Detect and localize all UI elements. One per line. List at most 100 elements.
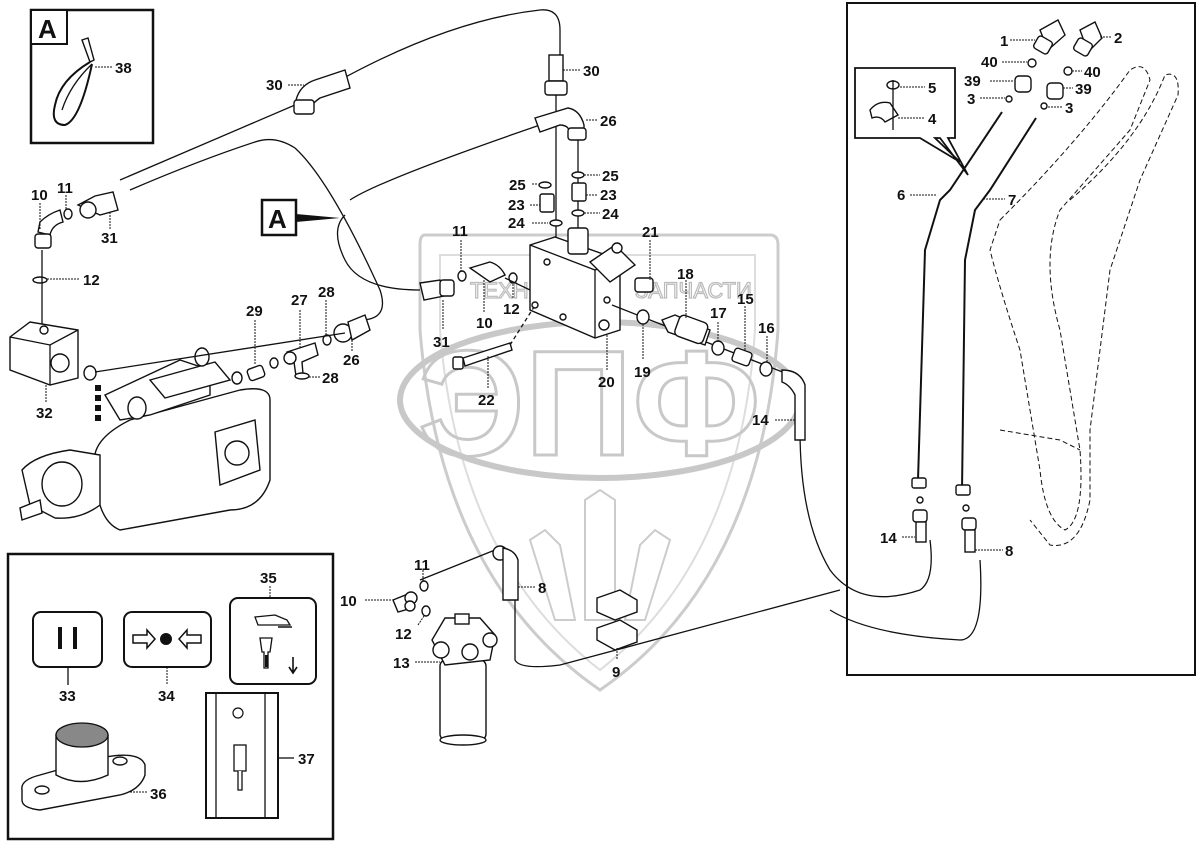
callout-11c: 11 — [414, 557, 430, 574]
callout-18: 18 — [677, 266, 694, 283]
callout-24a: 24 — [508, 215, 525, 232]
callout-5: 5 — [928, 80, 936, 97]
hose-fitting-30-right — [544, 54, 568, 96]
tee-27 — [283, 342, 319, 377]
callout-28b: 28 — [322, 370, 339, 387]
callout-6: 6 — [897, 187, 905, 204]
seal-3 — [1040, 102, 1048, 110]
bolt-22 — [452, 342, 513, 370]
o-ring-17 — [711, 340, 725, 356]
callout-11a: 11 — [57, 180, 73, 197]
callout-25b: 25 — [602, 168, 619, 185]
callout-24b: 24 — [602, 206, 619, 223]
pause-symbol-decal — [32, 611, 103, 668]
hose-end-31-left — [76, 191, 119, 219]
hose-elbow-8-filter — [492, 545, 519, 601]
callout-29: 29 — [246, 303, 263, 320]
callout-36: 36 — [150, 786, 167, 803]
seal-3 — [1005, 95, 1013, 103]
coupling-1 — [1032, 19, 1066, 55]
detail-a-panel: A 38 — [29, 8, 155, 145]
callout-15: 15 — [737, 291, 754, 308]
fitting-14 — [912, 509, 928, 543]
fitting-8 — [961, 517, 977, 553]
o-ring-11 — [63, 208, 73, 220]
callout-10b: 10 — [476, 315, 493, 332]
elbow-10-left — [34, 209, 64, 249]
mesh-plug-36 — [21, 722, 146, 811]
adapter-39 — [1014, 75, 1032, 93]
callout-28a: 28 — [318, 284, 335, 301]
callout-19: 19 — [634, 364, 651, 381]
detail-a-marker: A — [260, 198, 340, 237]
foot-pedal-decal — [229, 597, 317, 685]
callout-39b: 39 — [1075, 81, 1092, 98]
callout-40a: 40 — [981, 54, 998, 71]
hose-elbow-14 — [781, 369, 806, 441]
callout-40b: 40 — [1084, 64, 1101, 81]
callout-26b: 26 — [343, 352, 360, 369]
hose-end-31 — [419, 279, 455, 301]
arrows-to-center-decal — [123, 611, 212, 668]
hose-end-26 — [333, 314, 371, 343]
elbow-10-filter — [392, 591, 418, 613]
callout-8a: 8 — [538, 580, 546, 597]
watermark-logo: ЭПФ — [418, 319, 761, 487]
flange-32 — [9, 321, 79, 386]
seal-40 — [1027, 58, 1037, 68]
o-ring-16 — [759, 361, 773, 377]
callout-21: 21 — [642, 224, 659, 241]
callout-35: 35 — [260, 570, 277, 587]
hydraulic-filter-13 — [431, 613, 498, 746]
callout-3a: 3 — [967, 91, 975, 108]
callout-34: 34 — [158, 688, 175, 705]
o-ring — [231, 371, 243, 385]
clamp-9 — [596, 589, 638, 651]
callout-9: 9 — [612, 664, 620, 681]
decal-strip-37 — [205, 692, 279, 819]
coupling-2 — [1072, 21, 1103, 57]
seal-40 — [1063, 66, 1073, 76]
o-ring-25 — [571, 171, 585, 179]
callout-7: 7 — [1008, 192, 1016, 209]
callout-17: 17 — [710, 305, 727, 322]
callout-10a: 10 — [31, 187, 48, 204]
watermark: ЭПФ ТЕХНИКА ЗАПЧАСТИ — [397, 233, 803, 692]
hydraulic-pump — [19, 347, 271, 531]
callout-8b: 8 — [1005, 543, 1013, 560]
o-ring-12 — [32, 276, 48, 284]
watermark-shield — [418, 233, 780, 692]
callout-14b: 14 — [880, 530, 897, 547]
o-ring-24 — [549, 219, 563, 227]
o-ring-28 — [322, 334, 332, 346]
callout-23b: 23 — [600, 187, 617, 204]
o-ring-28 — [294, 372, 310, 380]
callout-32: 32 — [36, 405, 53, 422]
callout-12c: 12 — [395, 626, 412, 643]
callout-3b: 3 — [1065, 100, 1073, 117]
callout-16: 16 — [758, 320, 775, 337]
o-ring-24 — [571, 209, 585, 217]
callout-37: 37 — [298, 751, 315, 768]
o-ring-11 — [419, 580, 429, 592]
callout-33: 33 — [59, 688, 76, 705]
callout-31a: 31 — [101, 230, 118, 247]
adapter-23 — [539, 193, 555, 213]
adapter-39 — [1046, 82, 1064, 100]
callout-39a: 39 — [964, 73, 981, 90]
plug-21 — [634, 277, 654, 293]
callout-31b: 31 — [433, 334, 450, 351]
callout-4: 4 — [928, 111, 937, 128]
o-ring-12 — [421, 605, 431, 617]
o-ring — [269, 357, 279, 369]
boom-lines-panel: 1 2 40 40 39 39 3 3 6 7 — [846, 2, 1196, 676]
o-ring-19 — [636, 309, 650, 325]
detail-a-marker-label: A — [268, 204, 287, 234]
callout-26a: 26 — [600, 113, 617, 130]
hose-elbow-26-top — [534, 107, 587, 141]
watermark-right-text: ЗАПЧАСТИ — [635, 278, 752, 303]
o-ring-11 — [457, 270, 467, 282]
detail-a-label: A — [38, 14, 57, 44]
hose-lines — [119, 9, 982, 668]
